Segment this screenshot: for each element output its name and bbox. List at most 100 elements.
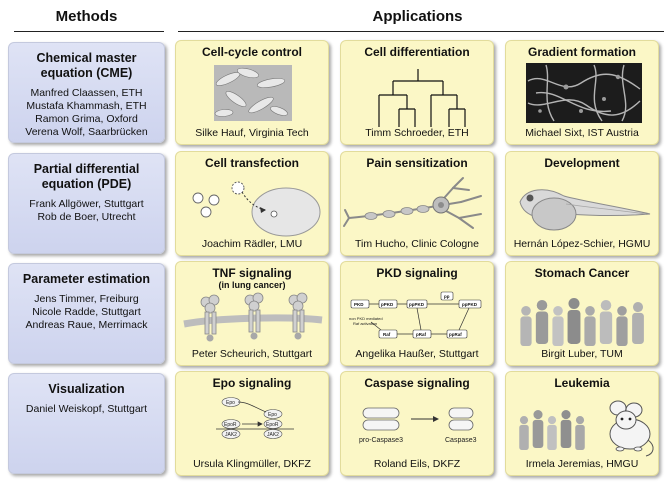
- app-epo-signaling: Epo signaling Epo EpoR JAK2 Epo EpoR JAK…: [175, 371, 329, 476]
- pathway-label: pPKD: [381, 302, 394, 307]
- app-title: Stomach Cancer: [534, 266, 630, 280]
- epo-label: JAK2: [267, 432, 279, 438]
- method-person: Rob de Boer, Utrecht: [37, 211, 136, 223]
- applications-header: Applications: [372, 8, 463, 25]
- app-person: Birgit Luber, TUM: [541, 348, 623, 360]
- vesicle-uptake-image: [192, 181, 321, 237]
- fibrous-micrograph-image: [526, 63, 642, 123]
- method-person: Andreas Raue, Merrimack: [25, 319, 148, 331]
- app-title: Pain sensitization: [366, 156, 468, 170]
- app-cell-cycle-control: Cell-cycle control Silke Hauf, Virginia …: [175, 40, 329, 145]
- method-person: Mustafa Khammash, ETH: [26, 100, 147, 112]
- applications-header-rule: [178, 31, 664, 32]
- app-cell-transfection: Cell transfection Joachim Rädler, LMU: [175, 151, 329, 256]
- app-title: Cell differentiation: [364, 45, 470, 59]
- pathway-label: pRaf: [416, 332, 427, 337]
- pathway-label: pp: [444, 294, 450, 299]
- person-figure: [599, 300, 613, 344]
- person-figure: [632, 302, 644, 344]
- zebrafish-embryo-image: [519, 189, 651, 231]
- person-figure: [532, 410, 544, 448]
- receptor-diagram-image: Epo EpoR JAK2 Epo EpoR JAK2: [216, 397, 294, 439]
- app-person: Peter Scheurich, Stuttgart: [191, 348, 313, 360]
- method-person: Daniel Weiskopf, Stuttgart: [25, 403, 148, 415]
- app-title: Caspase signaling: [364, 376, 470, 390]
- person-figure: [535, 300, 549, 344]
- caspase-label: pro-Caspase3: [359, 437, 403, 444]
- method-people: Manfred Claassen, ETH Mustafa Khammash, …: [9, 87, 164, 139]
- app-person: Roland Eils, DKFZ: [373, 458, 461, 470]
- pathway-note: non PKD mediated: [349, 316, 383, 321]
- pathway-label: PKD: [354, 302, 364, 307]
- app-subtitle: (in lung cancer): [218, 280, 286, 290]
- method-people: Frank Allgöwer, Stuttgart Rob de Boer, U…: [9, 198, 164, 224]
- person-figure: [584, 306, 596, 346]
- app-person: Ursula Klingmüller, DKFZ: [193, 458, 311, 470]
- lineage-tree-image: [378, 69, 466, 127]
- app-person: Timm Schroeder, ETH: [365, 127, 469, 139]
- epo-label: JAK2: [225, 432, 237, 438]
- person-figure: [519, 416, 529, 450]
- app-gradient-formation: Gradient formation Michael Sixt, IST Aus…: [505, 40, 659, 145]
- method-title: Chemical master equation (CME): [36, 51, 137, 80]
- app-tnf-signaling: TNF signaling (in lung cancer) Peter Sch…: [175, 261, 329, 366]
- methods-header: Methods: [55, 8, 118, 25]
- app-person: Joachim Rädler, LMU: [201, 238, 303, 250]
- app-person: Hernán López-Schier, HGMU: [513, 238, 651, 250]
- app-cell-differentiation: Cell differentiation Timm Schroeder, ETH: [340, 40, 494, 145]
- app-title: Development: [544, 156, 620, 170]
- method-person: Frank Allgöwer, Stuttgart: [29, 198, 144, 210]
- method-title: Visualization: [48, 382, 125, 396]
- app-title: Gradient formation: [527, 45, 636, 59]
- method-person: Manfred Claassen, ETH: [30, 87, 143, 99]
- app-person: Irmela Jeremias, HMGU: [525, 458, 639, 470]
- person-figure: [567, 298, 581, 344]
- app-pain-sensitization: Pain sensitization Tim Hucho, Clinic Col…: [340, 151, 494, 256]
- pathway-label: ppPKD: [462, 302, 478, 307]
- epo-label: Epo: [226, 400, 235, 406]
- app-person: Silke Hauf, Virginia Tech: [195, 127, 309, 139]
- mouse-figure: [609, 400, 654, 457]
- method-parameter-estimation: Parameter estimation Jens Timmer, Freibu…: [8, 263, 165, 364]
- epo-label: Epo: [268, 412, 277, 418]
- method-person: Nicole Radde, Stuttgart: [32, 306, 141, 318]
- caspase-label: Caspase3: [445, 437, 477, 444]
- app-development: Development Hernán López-Schier, HGMU: [505, 151, 659, 256]
- method-people: Jens Timmer, Freiburg Nicole Radde, Stut…: [9, 293, 164, 332]
- method-title: Partial differential equation (PDE): [33, 162, 140, 191]
- rod-cells-micrograph-image: [214, 65, 292, 121]
- person-figure: [547, 416, 557, 450]
- app-title: TNF signaling: [212, 266, 292, 280]
- people-crowd-image: [520, 298, 644, 346]
- method-people: Daniel Weiskopf, Stuttgart: [9, 403, 164, 416]
- app-leukemia: Leukemia Irmela Jeremias, HMGU: [505, 371, 659, 476]
- app-person: Tim Hucho, Clinic Cologne: [355, 238, 479, 250]
- caspase-cleavage-image: pro-Caspase3 Caspase3: [359, 407, 477, 444]
- method-title: Parameter estimation: [22, 272, 151, 286]
- app-title: Epo signaling: [212, 376, 292, 390]
- app-title: Cell transfection: [204, 156, 300, 170]
- method-person: Ramon Grima, Oxford: [35, 113, 138, 125]
- app-pkd-signaling: PKD signaling PKD pPKD ppPKD pp ppPKD Ra…: [340, 261, 494, 366]
- pathway-note: Raf activation: [353, 321, 377, 326]
- app-title: PKD signaling: [376, 266, 458, 280]
- pathway-label: Raf: [383, 332, 391, 337]
- person-figure: [560, 410, 572, 448]
- method-visualization: Visualization Daniel Weiskopf, Stuttgart: [8, 373, 165, 474]
- membrane-receptors-image: [183, 292, 323, 342]
- method-person: Verena Wolf, Saarbrücken: [25, 126, 148, 138]
- neuron-image: [343, 177, 482, 229]
- epo-label: EpoR: [266, 422, 279, 428]
- app-stomach-cancer: Stomach Cancer Birgit Luber, TUM: [505, 261, 659, 366]
- method-cme: Chemical master equation (CME) Manfred C…: [8, 42, 165, 143]
- person-figure: [552, 306, 564, 346]
- method-person: Jens Timmer, Freiburg: [34, 293, 139, 305]
- method-pde: Partial differential equation (PDE) Fran…: [8, 153, 165, 254]
- pathway-diagram-image: PKD pPKD ppPKD pp ppPKD Raf pRaf ppRaf n…: [349, 291, 482, 339]
- app-title: Cell-cycle control: [201, 45, 303, 59]
- app-title: Leukemia: [554, 376, 610, 390]
- person-figure: [575, 416, 585, 450]
- methods-header-rule: [14, 31, 164, 32]
- person-figure: [520, 306, 532, 346]
- app-caspase-signaling: Caspase signaling pro-Caspase3 Caspase3 …: [340, 371, 494, 476]
